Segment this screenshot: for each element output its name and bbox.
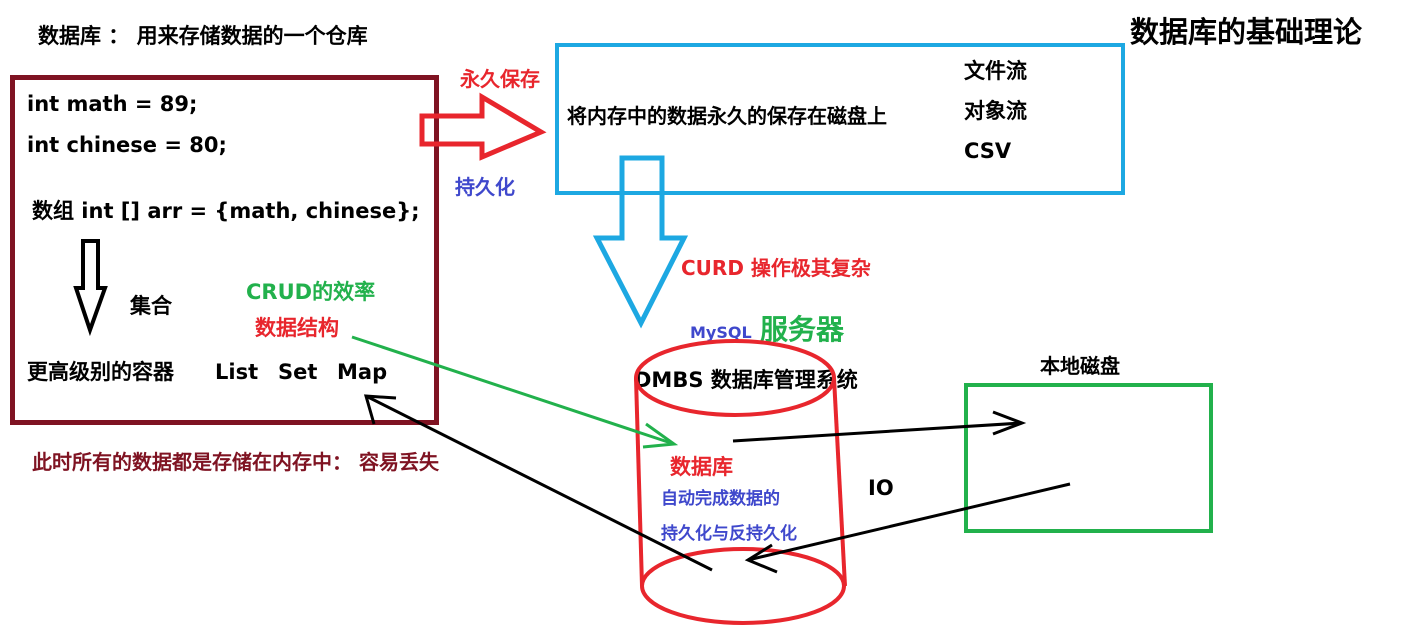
green-arrow-line	[351, 335, 675, 446]
persist-box	[555, 43, 1125, 195]
heading-left: 数据库 ： 用来存储数据的一个仓库	[38, 24, 368, 48]
black-hollow-arrow-down	[73, 239, 108, 337]
local-disk-box	[964, 383, 1213, 533]
data-structure-label: 数据结构	[255, 316, 339, 340]
black-arrow-to-disk	[732, 421, 1023, 443]
dbms-label: DMBS 数据库管理系统	[634, 368, 858, 392]
cylinder-right-side	[832, 377, 847, 587]
arrow-label-persistence: 持久化	[455, 175, 515, 199]
persist-item-file-stream: 文件流	[964, 59, 1027, 83]
persist-item-object-stream: 对象流	[964, 99, 1027, 123]
code-line-math: int math = 89;	[27, 92, 198, 116]
green-arrow-head	[642, 422, 679, 449]
cylinder-desc-1: 自动完成数据的	[661, 489, 780, 509]
io-label: IO	[868, 476, 894, 500]
heading-right: 数据库的基础理论	[1130, 15, 1363, 49]
arrow-label-permanent: 永久保存	[460, 67, 540, 91]
crud-efficiency-label: CRUD的效率	[246, 280, 376, 304]
disk-label: 本地磁盘	[1040, 354, 1120, 378]
code-line-chinese: int chinese = 80;	[27, 133, 227, 157]
mysql-label: MySQL	[690, 323, 752, 342]
list-label: List	[215, 360, 259, 384]
memory-note: 此时所有的数据都是存储在内存中： 容易丢失	[32, 450, 439, 474]
container-label: 更高级别的容器	[27, 360, 174, 384]
array-line: 数组 int [] arr = {math, chinese};	[32, 199, 420, 223]
cylinder-left-side	[634, 377, 644, 587]
black-arrow-from-disk	[747, 482, 1071, 562]
black-arrow-to-map-head	[363, 394, 397, 425]
red-hollow-arrow	[419, 92, 547, 161]
map-label: Map	[337, 360, 388, 384]
black-arrow-to-disk-head	[992, 410, 1027, 436]
persist-item-csv: CSV	[964, 139, 1012, 163]
collection-label: 集合	[130, 294, 172, 318]
cylinder-desc-2: 持久化与反持久化	[661, 524, 797, 544]
black-arrow-to-map	[365, 394, 713, 572]
memory-box	[10, 75, 439, 425]
cylinder-bottom	[640, 547, 846, 625]
blue-hollow-arrow	[592, 155, 689, 329]
set-label: Set	[278, 360, 318, 384]
cylinder-db-label: 数据库	[670, 455, 733, 479]
persist-text: 将内存中的数据永久的保存在磁盘上	[567, 104, 887, 128]
black-arrow-from-disk-head	[744, 543, 778, 574]
crud-complex-label: CURD 操作极其复杂	[681, 256, 871, 280]
cylinder-top	[634, 339, 836, 417]
server-label: 服务器	[760, 313, 845, 346]
